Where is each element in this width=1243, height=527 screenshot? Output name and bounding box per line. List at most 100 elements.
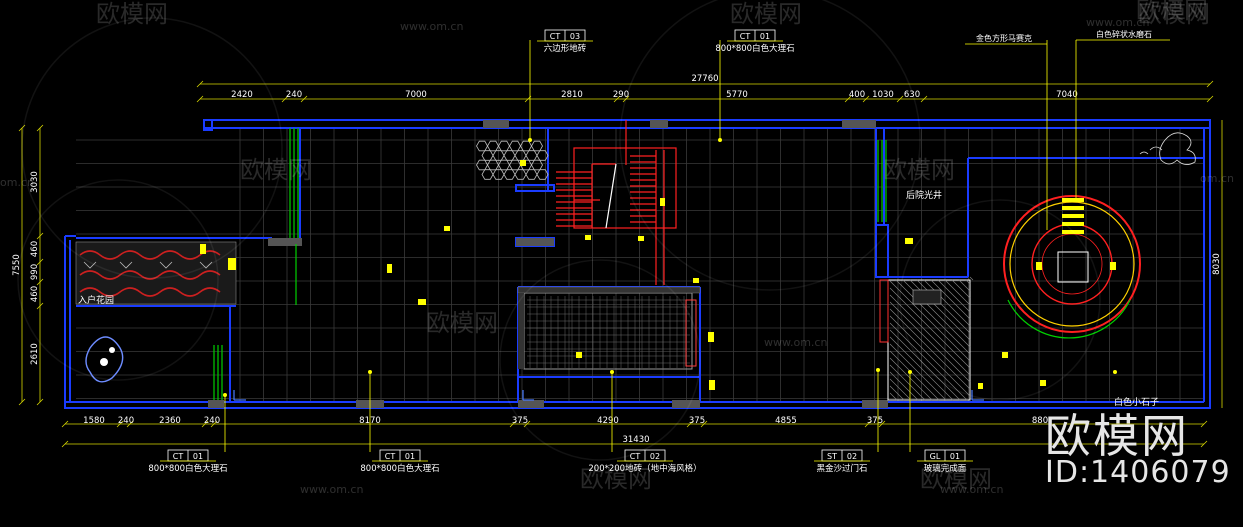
skylight-label: 后院光井 bbox=[906, 189, 942, 201]
watermark-brand-7: 欧模网 bbox=[580, 465, 652, 493]
dim-top-9: 7040 bbox=[1056, 90, 1078, 100]
dim-top-0: 2420 bbox=[231, 90, 253, 100]
watermark-url-left: om.cn bbox=[0, 176, 34, 189]
leader-lines bbox=[224, 40, 1077, 452]
hexagon-tile-area bbox=[476, 140, 549, 180]
watermark-ring-3 bbox=[899, 199, 1101, 401]
dim-top-1: 240 bbox=[286, 90, 302, 100]
watermark-url-3: www.om.cn bbox=[300, 483, 363, 496]
dimension-ticks bbox=[18, 80, 1214, 448]
callout-top-1: CT 01 800*800白色大理石 bbox=[715, 29, 795, 54]
dim-top-4: 290 bbox=[613, 90, 629, 100]
watermark-ring-2 bbox=[619, 0, 921, 291]
dim-bottom-7: 375 bbox=[689, 416, 705, 426]
dim-right-total: 8030 bbox=[1212, 253, 1222, 275]
watermark-brand-1: 欧模网 bbox=[730, 0, 802, 28]
callout-bottom-1: CT 01 800*800白色大理石 bbox=[360, 449, 440, 474]
callout-bottom-4: GL 01 玻璃完成面 bbox=[917, 449, 973, 474]
decorative-plant bbox=[1139, 132, 1196, 165]
callout-top-right-1: 白色碎状水磨石 bbox=[1096, 29, 1152, 39]
svg-text:CT: CT bbox=[550, 32, 561, 41]
watermark-brand-2: 欧模网 bbox=[1138, 0, 1210, 28]
dim-top-6: 400 bbox=[849, 90, 865, 100]
watermark-ring-0 bbox=[21, 17, 283, 279]
dim-bottom-10: 880 bbox=[1032, 416, 1048, 426]
dim-left-1: 460 bbox=[30, 241, 40, 257]
watermark-brand-5: 欧模网 bbox=[426, 309, 498, 337]
watermark-brand-8: 欧模网 bbox=[920, 465, 992, 493]
svg-text:CT: CT bbox=[740, 32, 751, 41]
callout-top-0: CT 03 六边形地砖 bbox=[537, 29, 593, 54]
staircase bbox=[556, 120, 677, 285]
small-stone-label: 白色小石子 bbox=[1114, 396, 1159, 408]
svg-text:01: 01 bbox=[950, 452, 960, 461]
material-markers bbox=[200, 138, 1117, 397]
svg-text:800*800白色大理石: 800*800白色大理石 bbox=[360, 463, 439, 474]
dim-left-4: 2610 bbox=[30, 343, 40, 365]
glass-partition bbox=[879, 276, 974, 401]
svg-text:01: 01 bbox=[193, 452, 203, 461]
watermark-ring-1 bbox=[17, 179, 219, 381]
svg-text:800*800白色大理石: 800*800白色大理石 bbox=[715, 43, 794, 54]
svg-text:CT: CT bbox=[173, 452, 184, 461]
svg-text:六边形地砖: 六边形地砖 bbox=[544, 43, 587, 54]
dim-left-3: 460 bbox=[30, 286, 40, 302]
watermark-brand-3: 欧模网 bbox=[240, 156, 312, 184]
callout-top-right-0: 金色方形马赛克 bbox=[976, 33, 1032, 43]
watermark-url-4: www.om.cn bbox=[940, 483, 1003, 496]
dim-bottom-9: 375 bbox=[867, 416, 883, 426]
svg-text:200*200地砖（地中海风格）: 200*200地砖（地中海风格） bbox=[588, 463, 701, 474]
dim-bottom-5: 375 bbox=[512, 416, 528, 426]
entry-garden-pattern: 入户花园 bbox=[75, 241, 237, 306]
id-watermark: ID:1406079 bbox=[1045, 455, 1231, 490]
watermark-url-right: om.cn bbox=[1200, 172, 1234, 185]
callout-bottom-2: CT 02 200*200地砖（地中海风格） bbox=[588, 449, 702, 474]
circular-feature bbox=[1003, 195, 1141, 339]
window-glazing bbox=[213, 128, 887, 400]
svg-text:02: 02 bbox=[847, 452, 857, 461]
dim-left-0: 3030 bbox=[30, 171, 40, 193]
dim-top-5: 5770 bbox=[726, 90, 748, 100]
svg-text:01: 01 bbox=[760, 32, 770, 41]
reference-axes bbox=[233, 390, 984, 401]
dim-left-total: 7550 bbox=[12, 254, 22, 276]
dim-bottom-6: 4290 bbox=[597, 416, 619, 426]
dimension-lines bbox=[21, 83, 1223, 445]
dim-top-3: 2810 bbox=[561, 90, 583, 100]
brand-watermark-large: 欧模网 bbox=[1045, 409, 1189, 463]
svg-text:黑金沙过门石: 黑金沙过门石 bbox=[816, 463, 867, 474]
svg-text:CT: CT bbox=[630, 452, 641, 461]
dim-top-7: 1030 bbox=[872, 90, 894, 100]
watermark-brand-6: 欧模网 bbox=[1136, 0, 1208, 24]
garden-pond bbox=[85, 336, 124, 383]
svg-text:ST: ST bbox=[827, 452, 837, 461]
svg-text:CT: CT bbox=[385, 452, 396, 461]
callout-bottom-3: ST 02 黑金沙过门石 bbox=[814, 449, 870, 474]
watermark-url-2: www.om.cn bbox=[764, 336, 827, 349]
watermark-ring-4 bbox=[499, 259, 701, 461]
dim-top-8: 630 bbox=[904, 90, 920, 100]
dim-left-2: 990 bbox=[30, 264, 40, 280]
entry-garden-label: 入户花园 bbox=[78, 294, 114, 306]
dim-top-2: 7000 bbox=[405, 90, 427, 100]
dim-top-total: 27760 bbox=[691, 74, 718, 84]
svg-text:02: 02 bbox=[650, 452, 660, 461]
svg-text:GL: GL bbox=[930, 452, 941, 461]
dim-bottom-0: 1580 bbox=[83, 416, 105, 426]
dim-bottom-total: 31430 bbox=[622, 435, 649, 445]
svg-text:01: 01 bbox=[405, 452, 415, 461]
watermark-url-0: www.om.cn bbox=[400, 20, 463, 33]
dim-bottom-1: 240 bbox=[118, 416, 134, 426]
dim-bottom-3: 240 bbox=[204, 416, 220, 426]
watermark-brand-0: 欧模网 bbox=[96, 0, 168, 28]
svg-text:03: 03 bbox=[570, 32, 580, 41]
dim-bottom-8: 4855 bbox=[775, 416, 797, 426]
mediterranean-tile-area bbox=[517, 286, 701, 370]
watermark-url-1: www.om.cn bbox=[1086, 16, 1149, 29]
watermark-brand-4: 欧模网 bbox=[883, 156, 955, 184]
dim-bottom-2: 2360 bbox=[159, 416, 181, 426]
svg-text:玻璃完成面: 玻璃完成面 bbox=[924, 463, 967, 474]
